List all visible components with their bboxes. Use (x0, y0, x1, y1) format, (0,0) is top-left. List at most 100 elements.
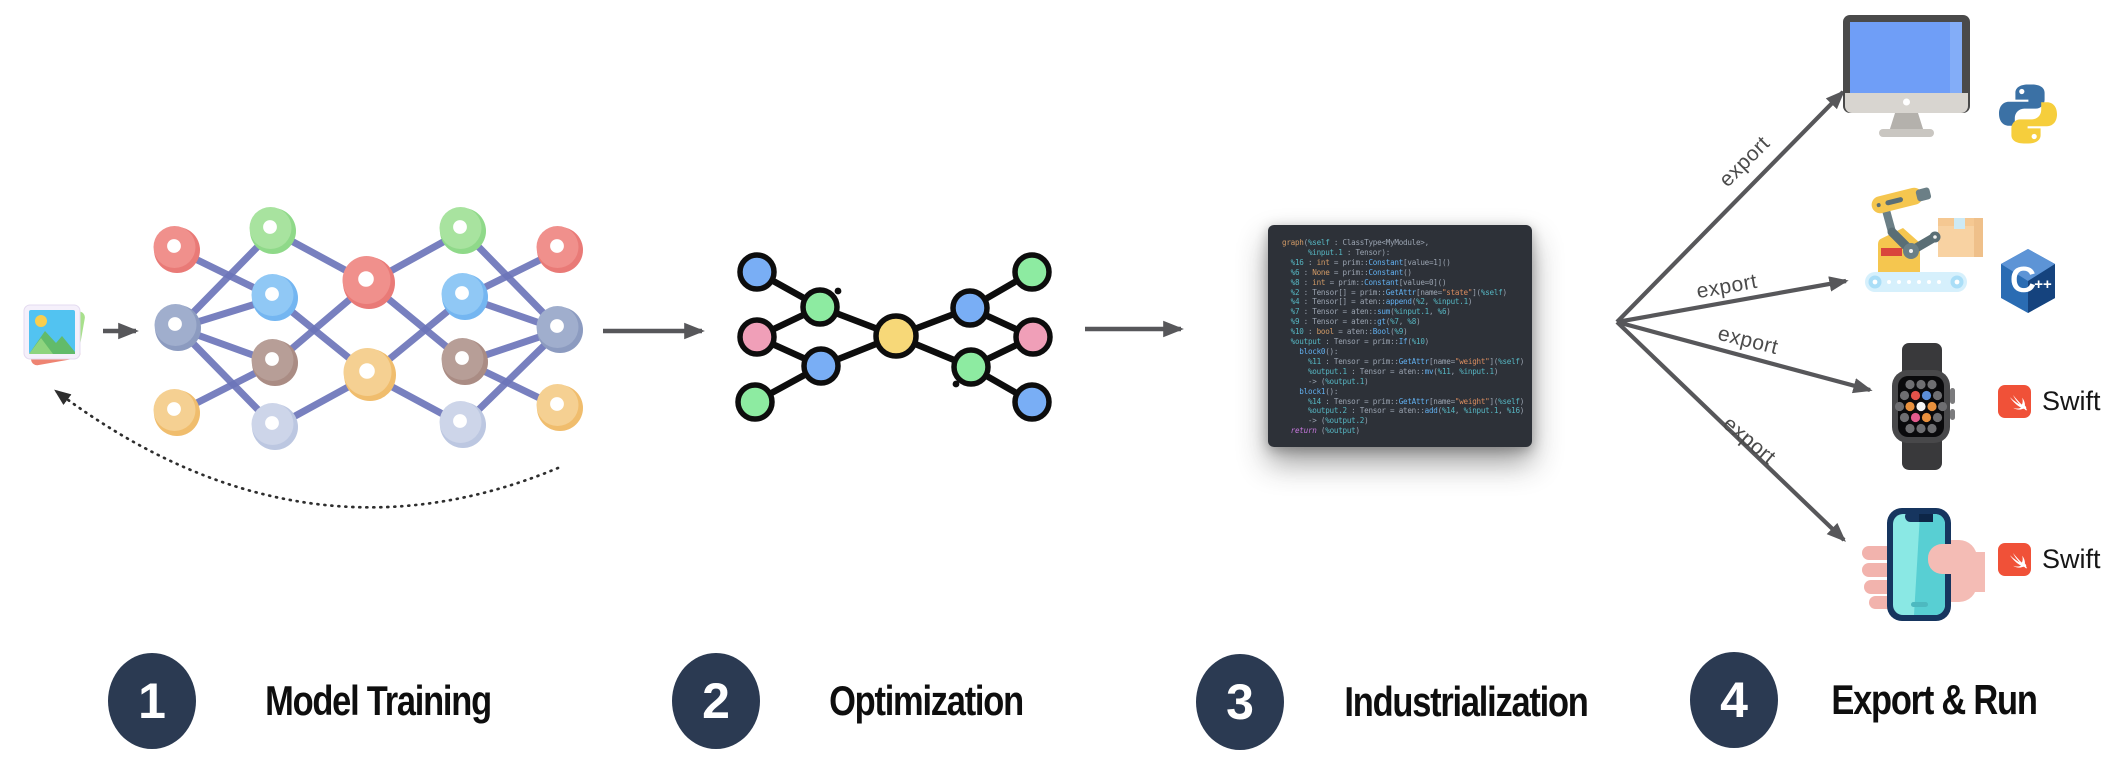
code-token: GetAttr (1398, 396, 1430, 406)
code-token: [value=1]() (1403, 257, 1451, 267)
arrow-export-to-robot (1616, 276, 1849, 325)
training-node-hole (265, 416, 279, 430)
code-token: : Tensor = aten:: (1346, 406, 1425, 416)
code-token (1282, 307, 1291, 316)
optimized-node (1013, 317, 1053, 357)
code-token: %6 (1437, 307, 1447, 317)
code-token: %2 (1290, 287, 1300, 297)
code-token: %9 (1290, 317, 1300, 327)
code-line: -> (%output.1) (1282, 377, 1528, 387)
training-node-hole (358, 271, 374, 287)
doodle-dot (834, 287, 842, 295)
code-line: return (%output) (1282, 426, 1528, 436)
step-badge-4: 4 (1690, 652, 1778, 748)
code-token: %10 (1411, 337, 1425, 347)
code-token: , (1498, 406, 1507, 416)
training-node-hole (453, 414, 467, 428)
code-token: graph (1282, 238, 1304, 247)
code-token: "state" (1441, 287, 1473, 297)
code-line: %6 : None = prim::Constant() (1282, 268, 1528, 278)
training-node-hole (265, 352, 279, 366)
step-label-industrialization: Industrialization (1344, 678, 1588, 725)
code-token: , (1450, 366, 1460, 376)
code-line: %11 : Tensor = prim::GetAttr[name="weigh… (1282, 357, 1528, 367)
code-token: : (1303, 327, 1317, 337)
code-token: ( (1385, 317, 1391, 327)
swift-logo-icon (1998, 385, 2031, 418)
code-token: %4 (1290, 297, 1300, 307)
training-node-hole (167, 239, 181, 253)
code-token: return (1290, 426, 1317, 436)
optimized-node (1012, 252, 1052, 292)
training-node-hole (265, 287, 279, 301)
code-token: bool (1316, 327, 1335, 337)
code-token: %9 (1394, 327, 1404, 337)
code-token: %2 (1416, 297, 1425, 307)
code-token: ) (1519, 396, 1525, 406)
optimized-node (951, 347, 991, 387)
code-token: , (1398, 317, 1408, 327)
step-number: 4 (1720, 672, 1748, 728)
step-label-export-run: Export & Run (1831, 676, 2038, 723)
code-token (1282, 406, 1308, 415)
code-token: ) (1502, 287, 1507, 297)
code-token: = prim:: (1329, 257, 1369, 267)
swift-target-phone: Swift (1998, 543, 2101, 576)
swift-label: Swift (2042, 544, 2101, 574)
code-token: %output (1325, 426, 1356, 436)
code-token (1282, 258, 1291, 267)
training-node-hole (359, 363, 375, 379)
step-label-optimization: Optimization (829, 677, 1024, 724)
code-token: GetAttr (1398, 356, 1430, 366)
code-token: gt (1377, 317, 1386, 327)
code-token: %8 (1407, 317, 1417, 327)
code-token: int (1316, 257, 1330, 267)
code-token: , (1454, 406, 1464, 416)
code-token: ) (1519, 356, 1525, 366)
optimized-node (737, 317, 777, 357)
smartphone-in-hand-icon (1862, 508, 1985, 621)
code-line: %10 : bool = aten::Bool(%9) (1282, 327, 1528, 337)
watch-app-grid (1894, 379, 1948, 434)
code-token: ( (1390, 307, 1395, 317)
code-token: ( (1437, 406, 1443, 416)
code-token: %input.1 (1394, 307, 1429, 317)
code-token: block0 (1299, 346, 1326, 356)
training-node-hole (550, 319, 564, 333)
code-token: %11 (1307, 356, 1321, 366)
swift-target-watch: Swift (1998, 385, 2101, 418)
torchscript-code-panel: graph(%self : ClassType<MyModule>, %inpu… (1268, 225, 1532, 447)
training-node-hole (550, 397, 564, 411)
code-token: ) (1364, 376, 1369, 386)
code-token: ) (1467, 297, 1473, 307)
code-token: append (1385, 297, 1412, 307)
optimized-node (737, 252, 777, 292)
code-token: Constant (1364, 277, 1399, 287)
code-token: %output.1 (1325, 376, 1365, 386)
optimized-node (735, 382, 775, 422)
code-token: : (1299, 277, 1313, 287)
code-token (1282, 357, 1308, 366)
training-network-illustration (153, 207, 583, 450)
arrow-export-to-computer (1615, 90, 1845, 324)
code-token: ]( (1489, 356, 1499, 366)
code-token: %10 (1290, 327, 1304, 337)
code-token (1282, 248, 1308, 257)
image-dataset-icon (23, 304, 85, 366)
code-token: : Tensor[] = prim:: (1299, 287, 1386, 297)
code-token (1282, 367, 1308, 376)
code-token: None (1312, 267, 1330, 277)
optimized-node (801, 346, 841, 386)
swift-logo-icon (1998, 543, 2031, 576)
code-line: block1(): (1282, 387, 1528, 397)
training-node-hole (455, 351, 469, 365)
code-token: -> ( (1282, 416, 1326, 426)
step-number: 3 (1226, 674, 1254, 730)
python-logo-icon (1999, 84, 2057, 144)
code-token: %output.2 (1307, 406, 1347, 416)
code-token: = prim:: (1325, 277, 1365, 287)
code-line: %7 : Tensor = aten::sum(%input.1, %6) (1282, 307, 1528, 317)
code-token: %input.1 (1307, 247, 1343, 257)
code-token (1282, 288, 1291, 297)
